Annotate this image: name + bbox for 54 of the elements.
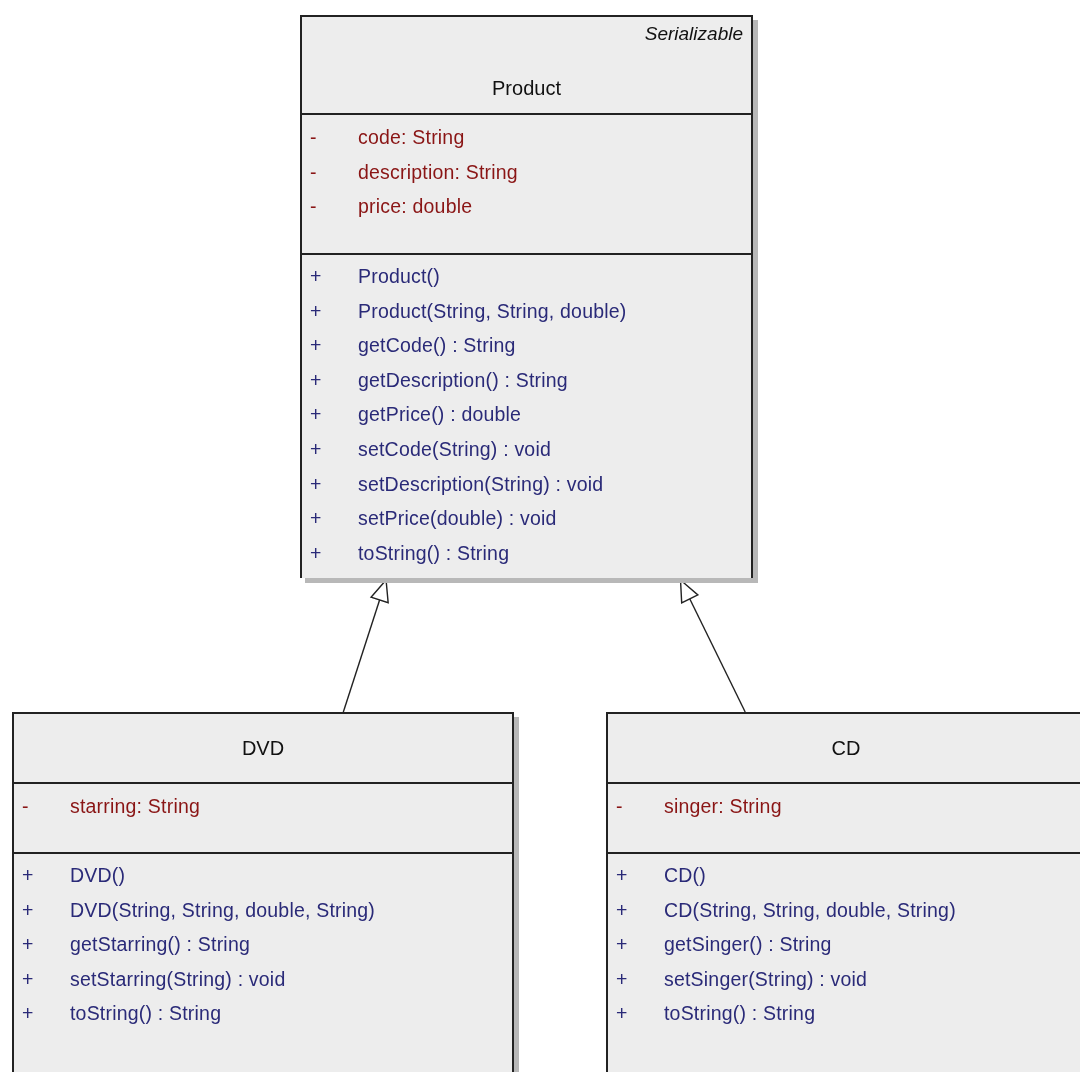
visibility-marker: + [616,933,628,957]
attribute-text: price: double [358,195,473,219]
operation-text: setStarring(String) : void [70,967,286,991]
visibility-marker: + [310,507,322,531]
operation-text: toString() : String [358,541,510,565]
class-box [606,712,1080,1072]
operation-text: getSinger() : String [664,933,832,957]
operation-text: CD(String, String, double, String) [664,898,956,922]
visibility-marker: - [616,795,623,818]
visibility-marker: + [310,368,322,392]
visibility-marker: + [616,1002,628,1026]
visibility-marker: + [616,864,628,887]
attribute-text: singer: String [664,795,782,818]
visibility-marker: - [310,126,317,149]
operation-text: toString() : String [70,1002,222,1026]
visibility-marker: + [22,898,34,922]
operation-text: CD() [664,864,706,887]
operation-text: Product(String, String, double) [358,299,627,323]
visibility-marker: + [310,299,322,323]
operation-text: getDescription() : String [358,368,568,392]
visibility-marker: + [310,265,322,288]
attribute-text: description: String [358,160,518,184]
visibility-marker: + [310,438,322,461]
operation-text: setSinger(String) : void [664,967,868,991]
operation-compartment [302,253,751,578]
visibility-marker: + [22,1002,34,1026]
operation-text: getStarring() : String [70,933,250,957]
visibility-marker: - [22,795,29,818]
visibility-marker: + [22,864,34,887]
stereotype-label: Serializable [644,23,743,45]
class-name: CD [830,737,862,760]
operation-text: toString() : String [664,1002,816,1026]
operation-text: DVD() [70,864,126,887]
visibility-marker: + [310,403,322,427]
class-name: Product [491,77,562,100]
visibility-marker: + [22,967,34,991]
class-name: DVD [240,737,286,760]
operation-text: setCode(String) : void [358,438,551,461]
operation-text: getPrice() : double [358,403,522,427]
operation-text: getCode() : String [358,334,516,358]
attribute-text: starring: String [70,795,200,818]
visibility-marker: + [616,967,628,991]
attribute-text: code: String [358,126,465,149]
operation-text: Product() [358,265,440,288]
visibility-marker: + [310,472,322,496]
visibility-marker: + [310,541,322,565]
visibility-marker: - [310,160,317,184]
operation-text: DVD(String, String, double, String) [70,898,376,922]
visibility-marker: + [310,334,322,358]
visibility-marker: + [22,933,34,957]
visibility-marker: - [310,195,317,219]
visibility-marker: + [616,898,628,922]
operation-text: setPrice(double) : void [358,507,557,531]
operation-text: setDescription(String) : void [358,472,604,496]
